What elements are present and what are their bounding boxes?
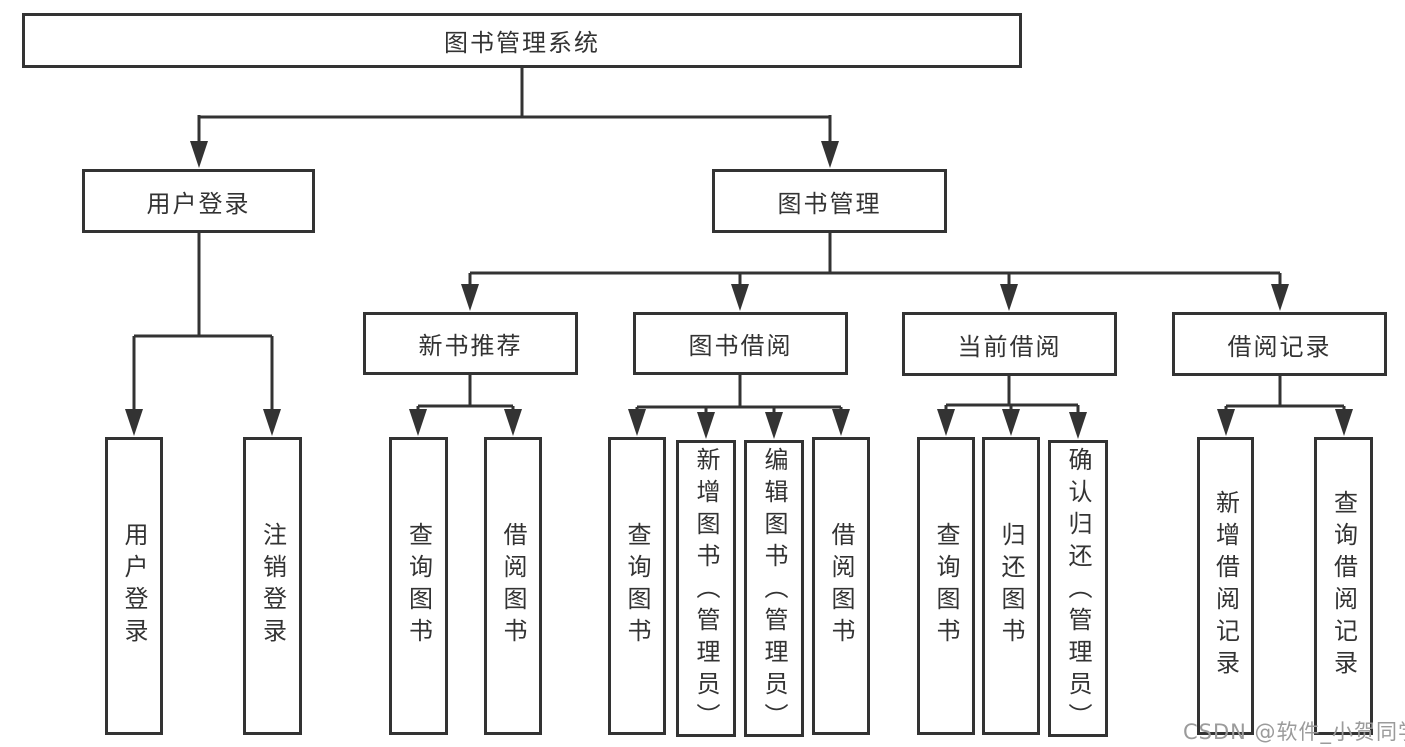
leaf-query-borrow-record: 查询借阅记录: [1314, 437, 1373, 735]
leaf-edit-book-admin: 编辑图书（管理员）: [744, 440, 804, 737]
leaf-borrow-books-recommend: 借阅图书: [484, 437, 542, 735]
csdn-watermark: CSDN @软件_小贺同学: [1183, 720, 1405, 744]
leaf-query-books-borrow: 查询图书: [608, 437, 666, 735]
leaf-confirm-return-admin: 确认归还（管理员）: [1048, 440, 1108, 737]
node-book-borrow: 图书借阅: [633, 312, 848, 375]
connector-new-book-recommend-children: [409, 375, 522, 436]
leaf-borrow-books: 借阅图书: [812, 437, 870, 735]
connector-borrow-records-children: [1217, 375, 1353, 436]
connector-current-borrow-children: [937, 375, 1087, 439]
node-borrow-records: 借阅记录: [1172, 312, 1387, 376]
node-library-management-system: 图书管理系统: [22, 13, 1022, 68]
leaf-query-books-current: 查询图书: [917, 437, 975, 735]
node-user-login: 用户登录: [82, 169, 315, 233]
leaf-logout: 注销登录: [243, 437, 302, 735]
node-current-borrow: 当前借阅: [902, 312, 1117, 376]
leaf-user-login: 用户登录: [105, 437, 163, 735]
leaf-add-borrow-record: 新增借阅记录: [1197, 437, 1254, 735]
connector-user-login-children: [125, 232, 281, 436]
leaf-return-book: 归还图书: [982, 437, 1040, 735]
connector-book-borrow-children: [628, 375, 850, 439]
leaf-query-books-recommend: 查询图书: [389, 437, 448, 735]
leaf-add-book-admin: 新增图书（管理员）: [676, 440, 736, 737]
node-new-book-recommend: 新书推荐: [363, 312, 578, 375]
node-book-management: 图书管理: [712, 169, 947, 233]
connector-root-to-level2: [190, 67, 839, 168]
connector-book-management-to-level3: [461, 232, 1289, 311]
